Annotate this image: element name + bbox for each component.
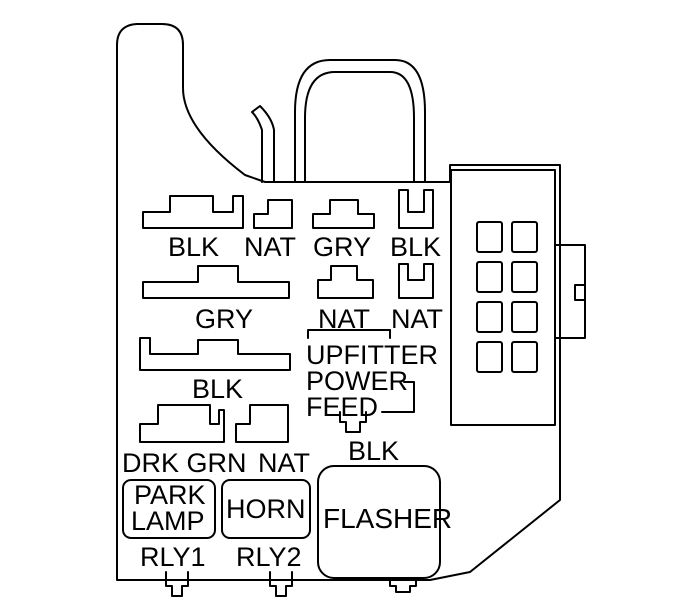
connector-gry-1 [312,199,375,229]
upfitter-feed-lead [381,381,415,413]
upfitter-terminal [339,411,367,433]
pin-cavity [476,341,503,373]
rly2-foot [269,571,293,597]
label-nat-1: NAT [244,232,296,262]
label-blk-4: BLK [348,436,399,466]
side-connector-tab [554,244,586,339]
pin-cavity [511,301,538,333]
handle-loop [294,59,426,183]
label-drk-grn: DRK GRN [122,448,247,478]
park-lamp-label-line1: PARK [134,480,206,510]
latch-hook [251,105,275,183]
connector-blk-1 [142,195,244,229]
upfitter-label-line2: POWER [306,366,408,396]
rly1-label: RLY1 [140,542,206,572]
connector-blk-2 [398,189,434,229]
park-lamp-label-line2: LAMP [131,506,205,536]
connector-nat-1 [253,199,293,229]
rly2-label: RLY2 [236,542,302,572]
label-gry-1: GRY [313,232,371,262]
connector-gry-2 [142,265,290,299]
label-nat-4: NAT [258,448,310,478]
park-lamp-relay [122,479,216,539]
connector-nat-3 [398,263,434,299]
upfitter-label-line3: FEED [306,392,378,422]
flasher-foot [389,577,417,593]
flasher-label: FLASHER [323,503,452,534]
pin-cavity [511,261,538,293]
label-nat-3: NAT [391,304,443,334]
pin-cavity [476,261,503,293]
connector-nat-4 [235,404,289,443]
upfitter-bracket [307,329,391,339]
handle-loop-inner [304,71,415,183]
side-connector-body [450,169,556,426]
pin-cavity [476,221,503,253]
horn-relay [221,479,311,539]
connector-drk-grn [139,404,225,443]
label-blk-2: BLK [390,232,441,262]
side-connector-notch [574,284,586,301]
horn-label: HORN [226,494,306,524]
pin-cavity [511,221,538,253]
pin-cavity [476,301,503,333]
rly1-foot [165,571,189,597]
pin-cavity [511,341,538,373]
label-blk-1: BLK [168,232,219,262]
connector-nat-2 [317,265,374,299]
connector-blk-3 [139,337,291,371]
label-blk-3: BLK [192,374,243,404]
label-gry-2: GRY [195,304,253,334]
housing-outline [116,23,561,581]
flasher-module [317,465,441,579]
label-nat-2: NAT [318,304,370,334]
upfitter-label-line1: UPFITTER [306,340,438,370]
